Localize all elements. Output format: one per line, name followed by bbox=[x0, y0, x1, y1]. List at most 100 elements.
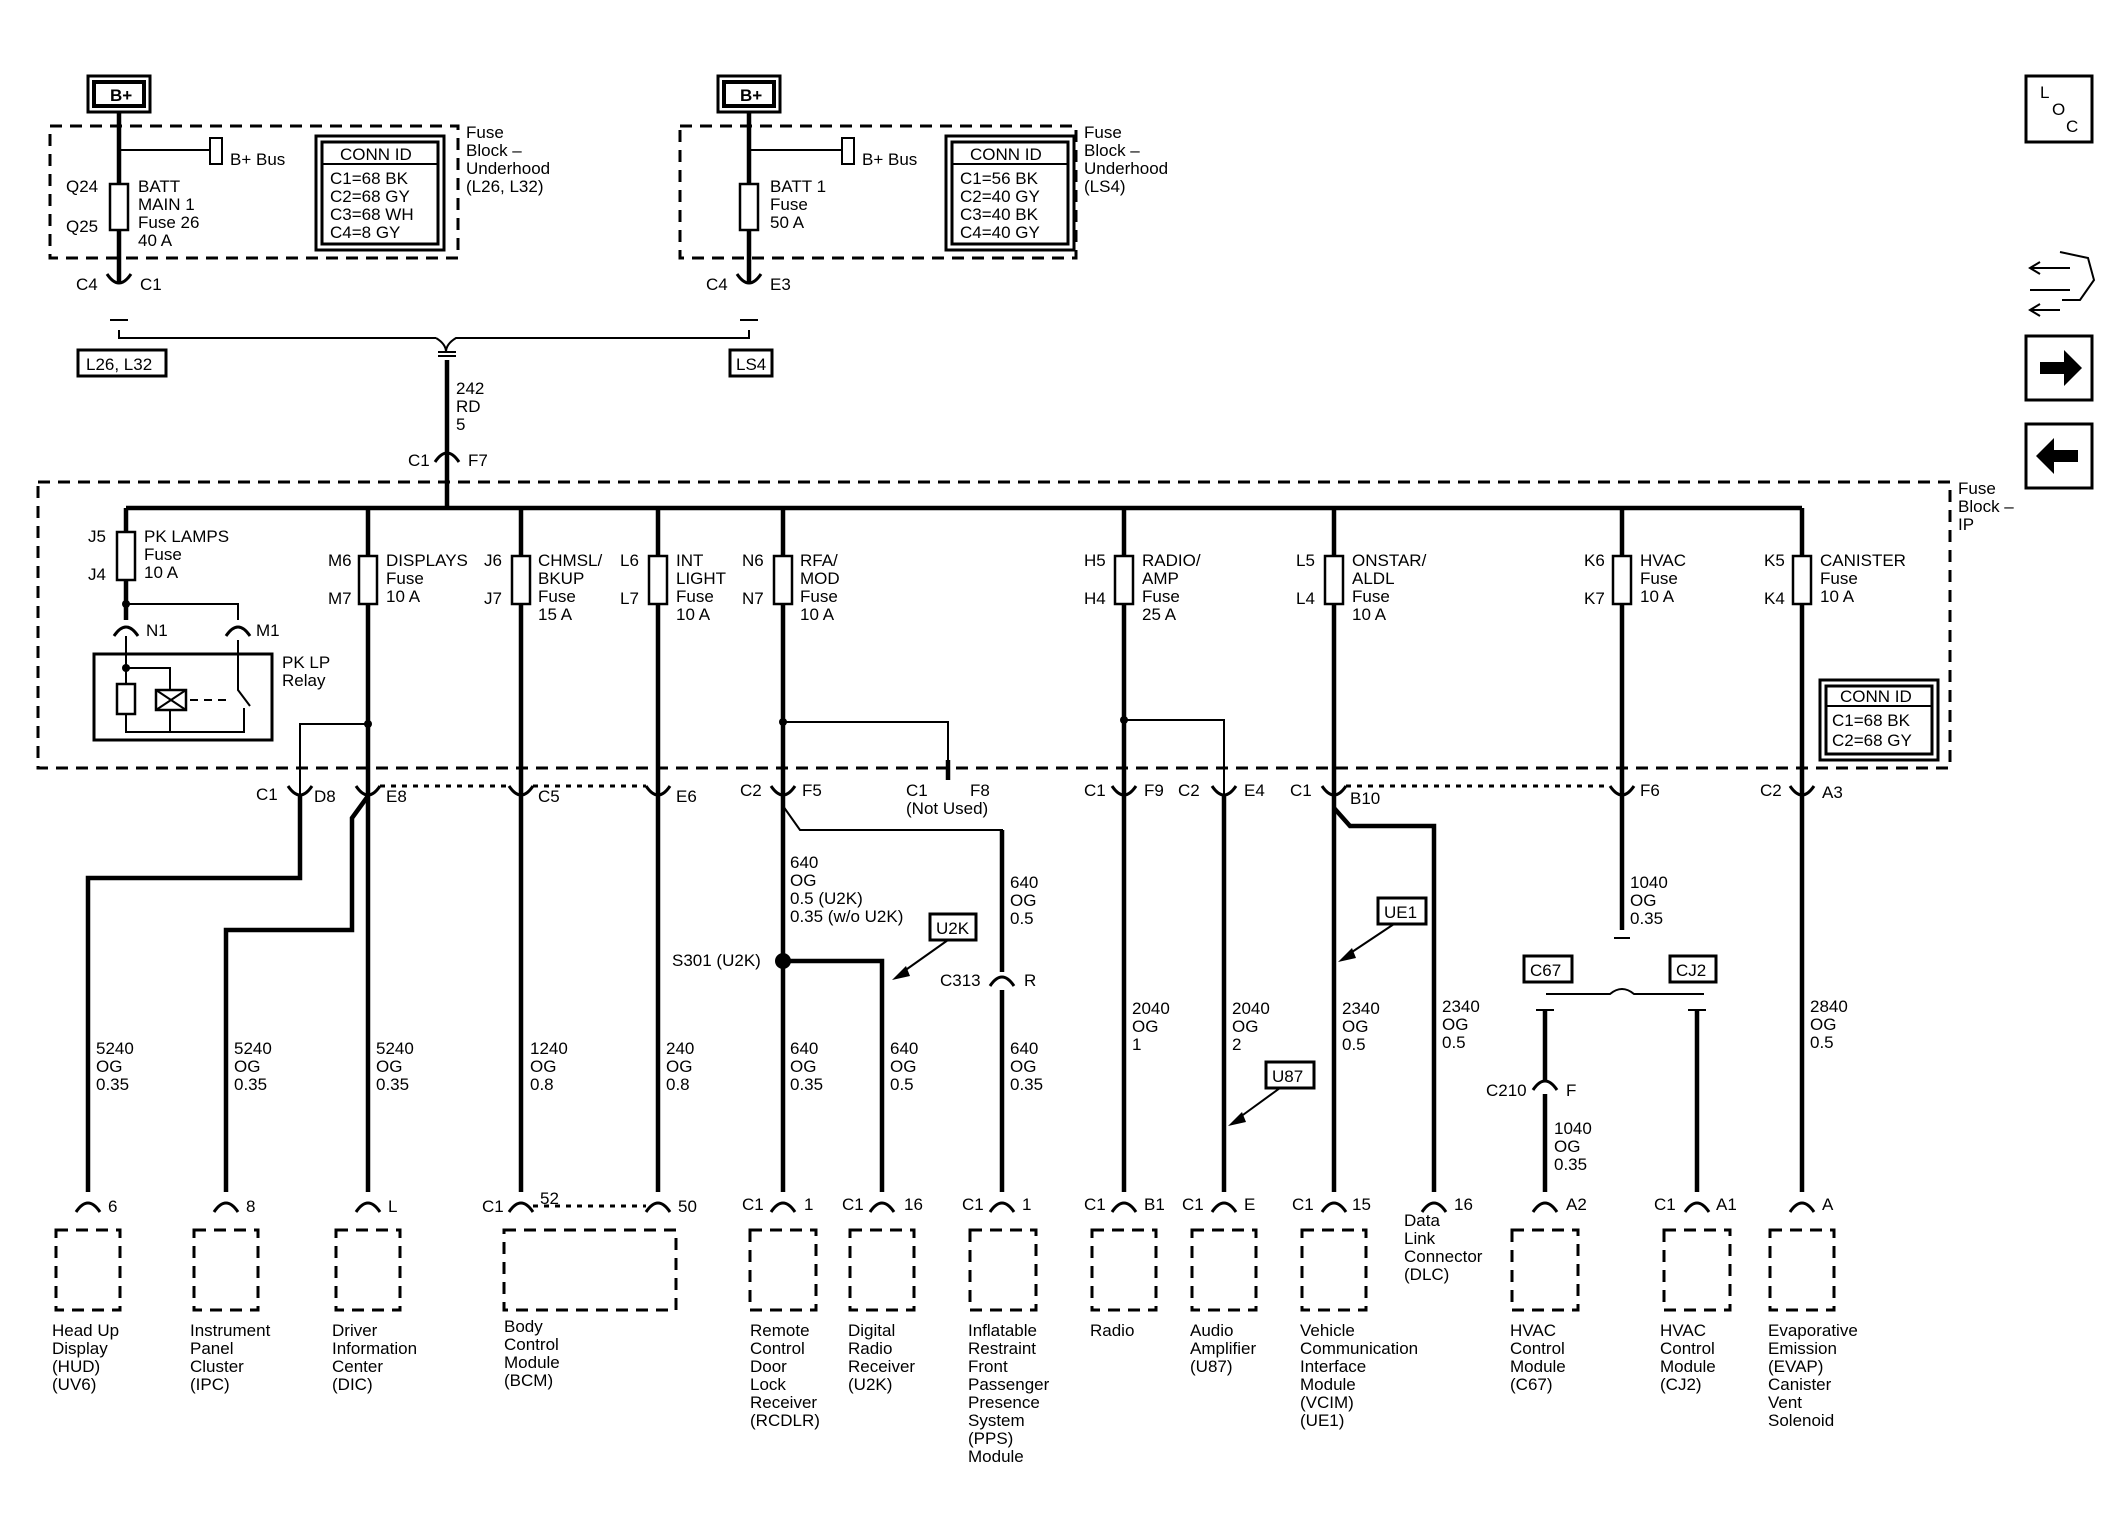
batt-main1-fuse bbox=[108, 182, 130, 232]
n6-label: N6 bbox=[742, 551, 764, 570]
svg-text:OG: OG bbox=[376, 1057, 402, 1076]
module-pps[interactable]: C1 1 Inflatable Restraint Front Passenge… bbox=[962, 1195, 1050, 1466]
wire-label-640-right: 640 OG 0.5 bbox=[1010, 873, 1038, 928]
location-button[interactable]: L O C bbox=[2024, 74, 2094, 144]
f5-pin-label: F5 bbox=[802, 781, 822, 800]
module-hvac-c67[interactable]: A2 HVAC Control Module (C67) bbox=[1510, 1195, 1587, 1394]
svg-text:OG: OG bbox=[790, 1057, 816, 1076]
module-ipc[interactable]: 8 Instrument Panel Cluster (IPC) bbox=[190, 1197, 271, 1394]
svg-text:10 A: 10 A bbox=[1820, 587, 1855, 606]
svg-text:C1=68 BK: C1=68 BK bbox=[1832, 711, 1911, 730]
svg-text:Fuse: Fuse bbox=[1142, 587, 1180, 606]
c4-right-label: C4 bbox=[706, 275, 728, 294]
module-evap-solenoid[interactable]: A Evaporative Emission (EVAP) Canister V… bbox=[1768, 1195, 1858, 1430]
ip-output-connectors bbox=[286, 785, 1816, 797]
svg-text:BATT: BATT bbox=[138, 177, 180, 196]
svg-text:Passenger: Passenger bbox=[968, 1375, 1050, 1394]
module-vcim[interactable]: C1 15 Vehicle Communication Interface Mo… bbox=[1292, 1195, 1418, 1430]
module-hud[interactable]: 6 Head Up Display (HUD) (UV6) bbox=[52, 1197, 122, 1394]
svg-text:0.35: 0.35 bbox=[376, 1075, 409, 1094]
connector-c4-c1-left bbox=[105, 273, 133, 285]
amp-conn-label: C1 bbox=[1182, 1195, 1204, 1214]
module-radio[interactable]: C1 B1 Radio bbox=[1084, 1195, 1165, 1340]
module-dic[interactable]: L Driver Information Center (DIC) bbox=[332, 1197, 417, 1394]
rfa-mod-fuse-label: RFA/ MOD Fuse 10 A bbox=[800, 551, 840, 624]
option-ls4: LS4 bbox=[728, 348, 774, 378]
module-rcdlr[interactable]: C1 1 Remote Control Door Lock Receiver (… bbox=[742, 1195, 820, 1430]
svg-text:Fuse: Fuse bbox=[144, 545, 182, 564]
svg-text:0.35 (w/o U2K): 0.35 (w/o U2K) bbox=[790, 907, 903, 926]
svg-text:0.5: 0.5 bbox=[1342, 1035, 1366, 1054]
f6-pin-label: F6 bbox=[1640, 781, 1660, 800]
fuse-block-left-label: Fuse Block – Underhood (L26, L32) bbox=[466, 123, 550, 196]
svg-text:OG: OG bbox=[1232, 1017, 1258, 1036]
svg-text:640: 640 bbox=[890, 1039, 918, 1058]
dic-pin-label: L bbox=[388, 1197, 397, 1216]
svg-text:OG: OG bbox=[1010, 891, 1036, 910]
svg-text:DISPLAYS: DISPLAYS bbox=[386, 551, 468, 570]
svg-text:(DIC): (DIC) bbox=[332, 1375, 373, 1394]
svg-text:(L26, L32): (L26, L32) bbox=[466, 177, 544, 196]
amp-pin-label: E bbox=[1244, 1195, 1255, 1214]
svg-text:(VCIM): (VCIM) bbox=[1300, 1393, 1354, 1412]
j4-label: J4 bbox=[88, 565, 106, 584]
svg-text:U87: U87 bbox=[1272, 1067, 1303, 1086]
svg-text:Presence: Presence bbox=[968, 1393, 1040, 1412]
svg-text:Fuse: Fuse bbox=[1640, 569, 1678, 588]
chmsl-bkup-fuse-label: CHMSL/ BKUP Fuse 15 A bbox=[538, 551, 603, 624]
fuse-block-underhood-left bbox=[48, 124, 460, 260]
svg-text:CANISTER: CANISTER bbox=[1820, 551, 1906, 570]
next-button[interactable] bbox=[2024, 334, 2094, 402]
svg-text:BATT 1: BATT 1 bbox=[770, 177, 826, 196]
f8-pin-label: F8 bbox=[970, 781, 990, 800]
hvac-c67-pin-label: A2 bbox=[1566, 1195, 1587, 1214]
svg-text:OG: OG bbox=[1132, 1017, 1158, 1036]
svg-text:Communication: Communication bbox=[1300, 1339, 1418, 1358]
fuse-block-underhood-right bbox=[678, 124, 1078, 260]
svg-text:CHMSL/: CHMSL/ bbox=[538, 551, 603, 570]
module-dlc[interactable]: 16 Data Link Connector (DLC) bbox=[1404, 1195, 1483, 1284]
svg-text:Control: Control bbox=[1510, 1339, 1565, 1358]
svg-text:(PPS): (PPS) bbox=[968, 1429, 1013, 1448]
previous-button[interactable] bbox=[2024, 422, 2094, 490]
svg-text:10 A: 10 A bbox=[144, 563, 179, 582]
module-bcm[interactable]: C1 52 50 Body Control Module (BCM) bbox=[482, 1189, 697, 1390]
wire-label-hud: 5240 OG 0.35 bbox=[96, 1039, 134, 1094]
svg-text:0.8: 0.8 bbox=[530, 1075, 554, 1094]
svg-text:Fuse: Fuse bbox=[1820, 569, 1858, 588]
svg-text:2340: 2340 bbox=[1442, 997, 1480, 1016]
svg-text:Body: Body bbox=[504, 1317, 543, 1336]
c1-d8-conn-label: C1 bbox=[256, 785, 278, 804]
svg-text:OG: OG bbox=[530, 1057, 556, 1076]
svg-text:System: System bbox=[968, 1411, 1025, 1430]
c1-f7-conn-label: C1 bbox=[408, 451, 430, 470]
svg-text:Amplifier: Amplifier bbox=[1190, 1339, 1256, 1358]
svg-text:OG: OG bbox=[1342, 1017, 1368, 1036]
onstar-aldl-fuse-label: ONSTAR/ ALDL Fuse 10 A bbox=[1352, 551, 1427, 624]
module-digital-radio-receiver[interactable]: C1 16 Digital Radio Receiver (U2K) bbox=[842, 1195, 923, 1394]
vcim-conn-label: C1 bbox=[1292, 1195, 1314, 1214]
module-hvac-cj2[interactable]: C1 A1 HVAC Control Module (CJ2) bbox=[1654, 1195, 1737, 1394]
hvac-cj2-pin-label: A1 bbox=[1716, 1195, 1737, 1214]
svg-text:HVAC: HVAC bbox=[1510, 1321, 1556, 1340]
svg-text:640: 640 bbox=[1010, 1039, 1038, 1058]
harness-icon[interactable] bbox=[2028, 251, 2096, 317]
svg-text:Remote: Remote bbox=[750, 1321, 810, 1340]
svg-text:2: 2 bbox=[1232, 1035, 1241, 1054]
svg-text:C2=68 GY: C2=68 GY bbox=[1832, 731, 1912, 750]
module-audio-amplifier[interactable]: C1 E Audio Amplifier (U87) bbox=[1182, 1195, 1258, 1376]
svg-text:Inflatable: Inflatable bbox=[968, 1321, 1037, 1340]
svg-text:Module: Module bbox=[504, 1353, 560, 1372]
svg-text:5240: 5240 bbox=[234, 1039, 272, 1058]
option-cj2: CJ2 bbox=[1668, 954, 1718, 984]
wire-label-dic: 5240 OG 0.35 bbox=[376, 1039, 414, 1094]
wire-label-evap: 2840 OG 0.5 bbox=[1810, 997, 1848, 1052]
svg-text:C2=40 GY: C2=40 GY bbox=[960, 187, 1040, 206]
hvac-fuse bbox=[1611, 554, 1633, 606]
svg-text:Instrument: Instrument bbox=[190, 1321, 271, 1340]
svg-text:OG: OG bbox=[666, 1057, 692, 1076]
not-used-label: (Not Used) bbox=[906, 799, 988, 818]
arrow-right-icon bbox=[2040, 350, 2082, 386]
svg-text:L26, L32: L26, L32 bbox=[86, 355, 152, 374]
u2k-pin-label: 16 bbox=[904, 1195, 923, 1214]
